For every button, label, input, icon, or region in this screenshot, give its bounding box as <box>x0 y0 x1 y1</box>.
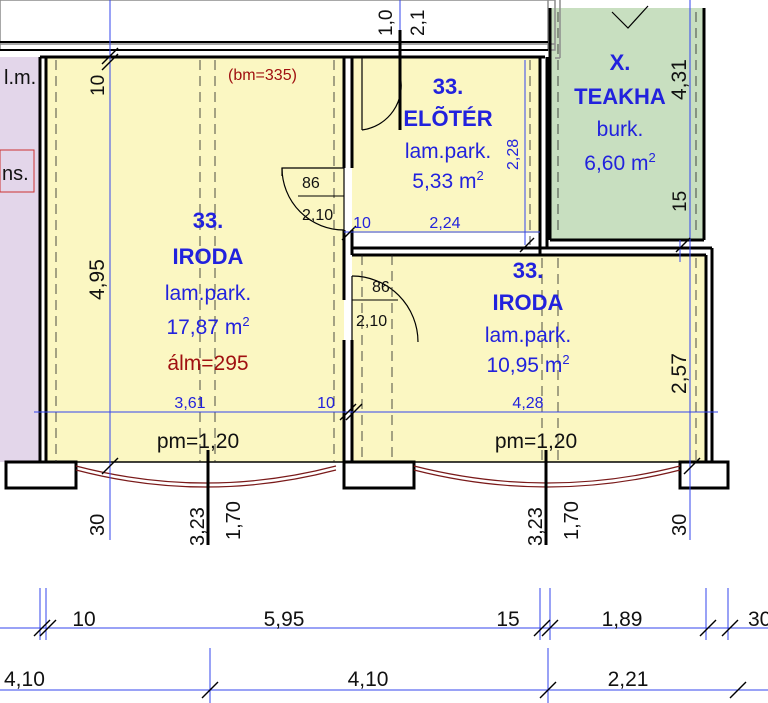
upper-wall-black <box>0 41 548 51</box>
door-4 <box>611 5 649 29</box>
office-b-area: 10,95 m2 <box>486 352 569 377</box>
office-b-number: 33. <box>513 258 544 283</box>
dim-pier-b: 30 <box>669 514 691 536</box>
left-room-label-mid: ns. <box>2 163 29 185</box>
tea-kitchen-fill <box>550 8 704 240</box>
office-b-fill <box>352 255 706 462</box>
hall-area: 5,33 m2 <box>412 168 483 193</box>
dim-office-a-width: 3,61 <box>174 395 205 412</box>
door1-height: 2,10 <box>302 207 333 224</box>
reference-lines <box>55 12 697 462</box>
door-1 <box>281 167 345 231</box>
office-a-top-note: (bm=335) <box>228 67 297 84</box>
office-a-area: 17,87 m2 <box>166 314 249 339</box>
tea-area: 6,60 m2 <box>584 150 655 175</box>
dim-hall-width: 2,24 <box>429 215 460 232</box>
dim-row2-0: 4,10 <box>4 668 45 691</box>
dim-win-b-h2: 1,70 <box>561 501 583 540</box>
dimension-ticks <box>33 47 747 699</box>
window-piers <box>4 460 730 490</box>
left-room-fill <box>0 57 40 462</box>
hall-number: 33. <box>433 74 464 99</box>
dim-row1-2: 15 <box>496 608 519 631</box>
office-a-note: álm=295 <box>167 352 248 375</box>
dim-hall-wall: 10 <box>353 215 371 232</box>
dim-top-1: 1,0 <box>376 10 397 36</box>
dim-wall-thick-top: 10 <box>88 75 109 96</box>
left-room-tag-box <box>0 149 35 193</box>
height-markers <box>206 30 548 545</box>
office-b-name: IRODA <box>493 290 564 315</box>
dim-win-a-h1: 3,23 <box>187 507 209 546</box>
office-a-name: IRODA <box>173 244 244 269</box>
tea-number: X. <box>610 50 631 75</box>
door2-width: 86 <box>372 279 390 296</box>
hall-fill <box>352 57 540 233</box>
office-b-floor: lam.park. <box>485 324 571 347</box>
dim-row2-2: 2,21 <box>608 668 649 691</box>
dim-pier-a: 30 <box>87 514 109 536</box>
tea-floor: burk. <box>597 118 644 141</box>
dim-partition-a: 10 <box>317 395 335 412</box>
dim-office-b-width: 4,28 <box>512 395 543 412</box>
dim-row1-3: 1,89 <box>602 608 643 631</box>
hall-name: ELÕTÉR <box>403 106 492 131</box>
dim-win-b-h1: 3,23 <box>525 507 547 546</box>
dim-office-b-depth: 2,57 <box>668 353 691 394</box>
sill-a-label: pm=1,20 <box>157 430 239 453</box>
walls <box>38 8 714 462</box>
dim-win-a-h2: 1,70 <box>223 501 245 540</box>
dim-tea-depth: 4,31 <box>668 59 691 100</box>
office-a-fill <box>46 57 344 462</box>
dim-row1-1: 5,95 <box>264 608 305 631</box>
office-a-number: 33. <box>193 208 224 233</box>
dim-row2-1: 4,10 <box>348 668 389 691</box>
dim-office-a-depth: 4,95 <box>86 259 109 300</box>
dim-top-2: 2,1 <box>408 10 429 36</box>
dim-row1-0: 10 <box>72 608 95 631</box>
sill-b-label: pm=1,20 <box>495 430 577 453</box>
dim-row1-4: 30 <box>748 608 768 631</box>
hall-floor: lam.park. <box>405 140 491 163</box>
door-2 <box>351 275 419 343</box>
office-a-floor: lam.park. <box>165 282 251 305</box>
door1-width: 86 <box>302 175 320 192</box>
door2-height: 2,10 <box>356 313 387 330</box>
tea-name: TEAKHA <box>574 84 666 109</box>
left-room-label-top: l.m. <box>4 67 36 89</box>
dim-hall-depth: 2,28 <box>505 139 522 170</box>
dim-tea-wall: 15 <box>670 191 691 212</box>
